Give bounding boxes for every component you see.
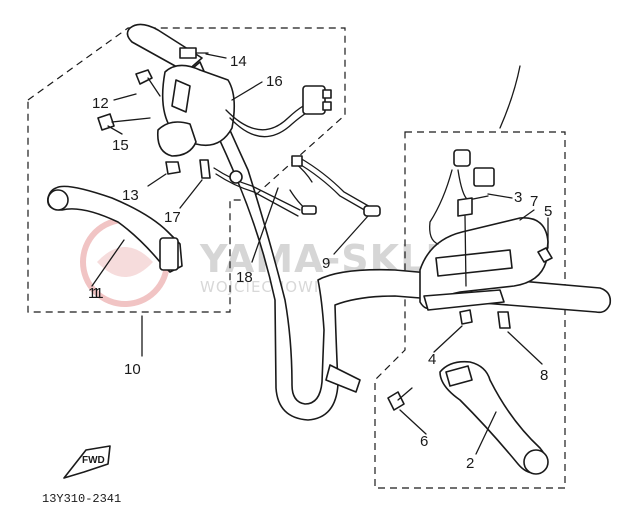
callout-17: 17 <box>164 209 181 226</box>
part-17-screw <box>199 159 211 179</box>
part-11-clutch-lever <box>46 185 183 273</box>
callout-11: 11 <box>88 285 104 302</box>
part-2-brake-lever <box>439 360 549 475</box>
left-lever-holder <box>156 121 197 157</box>
callout-13: 13 <box>122 187 139 204</box>
part-14-screw <box>179 47 209 59</box>
callout-1: 1 <box>92 285 100 302</box>
part-5-screw <box>537 247 553 263</box>
part-7-master-cylinder <box>419 217 549 311</box>
callout-3: 3 <box>514 189 522 206</box>
callouts: 1 2 3 4 5 6 7 8 9 10 11 12 13 14 15 16 1… <box>88 53 552 472</box>
callout-14: 14 <box>230 53 247 70</box>
part-18-cable <box>213 161 317 217</box>
part-6-bolt <box>387 387 413 411</box>
callout-12: 12 <box>92 95 109 112</box>
callout-6: 6 <box>420 433 428 450</box>
drawing-code: 13Y310-2341 <box>42 492 121 506</box>
callout-4: 4 <box>428 351 436 368</box>
callout-2: 2 <box>466 455 474 472</box>
callout-10: 10 <box>124 361 141 378</box>
part-15-bolt <box>97 113 151 131</box>
callout-15: 15 <box>112 137 129 154</box>
part-3-switch-wiring <box>429 149 495 287</box>
fwd-label: FWD <box>82 455 105 466</box>
part-12-bolt <box>135 69 161 97</box>
right-group-boundary <box>374 131 566 489</box>
part-4-nut <box>459 309 473 325</box>
fwd-direction-marker: FWD <box>63 445 111 479</box>
callout-18: 18 <box>236 269 253 286</box>
handlebar <box>126 23 612 421</box>
callout-8: 8 <box>540 367 548 384</box>
part-13-nut <box>165 161 181 175</box>
callout-7: 7 <box>530 193 538 210</box>
part-8-screw <box>497 311 511 329</box>
leader-lines <box>91 53 549 455</box>
callout-16: 16 <box>266 73 283 90</box>
part-9-cable <box>291 155 381 217</box>
callout-9: 9 <box>322 255 330 272</box>
callout-5: 5 <box>544 203 552 220</box>
